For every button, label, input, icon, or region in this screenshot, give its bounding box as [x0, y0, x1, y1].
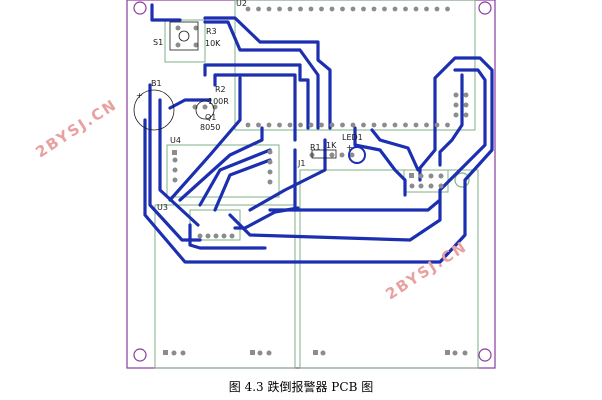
- label-r2: R2: [215, 85, 226, 94]
- watermark-left: 2BYSJ.CN: [32, 95, 120, 161]
- u2-pin-pad: [434, 122, 440, 128]
- u2-pin-pad: [434, 6, 440, 12]
- u2-pin-pad: [340, 6, 345, 12]
- u2-pin-pad: [413, 6, 419, 12]
- u2-pin-pad: [382, 122, 387, 128]
- label-r2-value: 100R: [208, 97, 229, 106]
- u2-pin-pad: [298, 6, 303, 12]
- u2-pin-pad: [350, 122, 356, 128]
- label-r1: R1: [310, 143, 321, 152]
- label-b1-plus: +: [136, 91, 143, 100]
- component-bodies: [133, 21, 366, 164]
- u2-pin-pad: [445, 122, 450, 128]
- u2-pin-pad: [371, 122, 377, 128]
- label-s1: S1: [153, 38, 163, 47]
- u2-pin-pad: [256, 6, 261, 12]
- u2-pin-pad: [308, 6, 314, 12]
- u2-pad-rows: [245, 6, 450, 128]
- u2-pin-pad: [340, 122, 345, 128]
- figure-caption: 图 4.3 跌倒报警器 PCB 图: [228, 380, 374, 394]
- u2-pin-pad: [319, 122, 324, 128]
- u2-pin-pad: [266, 122, 272, 128]
- label-led1-plus: +: [346, 143, 353, 152]
- label-u4: U4: [170, 136, 181, 145]
- label-b1: B1: [151, 79, 162, 88]
- u2-pin-pad: [392, 122, 398, 128]
- mounting-holes: [133, 1, 492, 362]
- u2-pin-pad: [277, 122, 282, 128]
- u2-pin-pad: [287, 6, 293, 12]
- u2-pin-pad: [382, 6, 387, 12]
- u2-pin-pad: [424, 6, 429, 12]
- u2-pin-pad: [361, 122, 366, 128]
- label-r3-value: 10K: [205, 39, 221, 48]
- u2-pin-pad: [277, 6, 282, 12]
- u2-pin-pad: [329, 122, 335, 128]
- u2-pin-pad: [371, 6, 377, 12]
- label-r3: R3: [206, 27, 217, 36]
- copper-traces: [143, 3, 494, 264]
- u2-pin-pad: [329, 6, 335, 12]
- u2-pin-pad: [413, 122, 419, 128]
- u2-pin-pad: [308, 122, 314, 128]
- pcb-layout-drawing: U2 S1 R3 10K B1 + R2 100R Q1 8050 U4 R1 …: [32, 0, 496, 369]
- component-pads: [163, 25, 469, 356]
- u2-pin-pad: [245, 122, 251, 128]
- u2-pin-pad: [256, 122, 261, 128]
- u2-pin-pad: [350, 6, 356, 12]
- watermark-right: 2BYSJ.CN: [382, 237, 470, 303]
- label-r1-value: 1K: [326, 141, 337, 150]
- label-q1: Q1: [205, 113, 216, 122]
- u2-pin-pad: [245, 6, 251, 12]
- u2-pin-pad: [298, 122, 303, 128]
- u2-pin-pad: [266, 6, 272, 12]
- u2-pin-pad: [403, 6, 408, 12]
- label-u2: U2: [236, 0, 247, 8]
- u2-pin-pad: [403, 122, 408, 128]
- silkscreen-labels: U2 S1 R3 10K B1 + R2 100R Q1 8050 U4 R1 …: [136, 0, 363, 212]
- u2-pin-pad: [319, 6, 324, 12]
- u2-pin-pad: [392, 6, 398, 12]
- label-u3: U3: [157, 203, 168, 212]
- label-led1: LED1: [342, 133, 363, 142]
- u2-pin-pad: [445, 6, 450, 12]
- label-j1: J1: [297, 159, 305, 168]
- u2-pin-pad: [361, 6, 366, 12]
- u2-pin-pad: [424, 122, 429, 128]
- u2-pin-pad: [287, 122, 293, 128]
- label-q1-type: 8050: [200, 123, 220, 132]
